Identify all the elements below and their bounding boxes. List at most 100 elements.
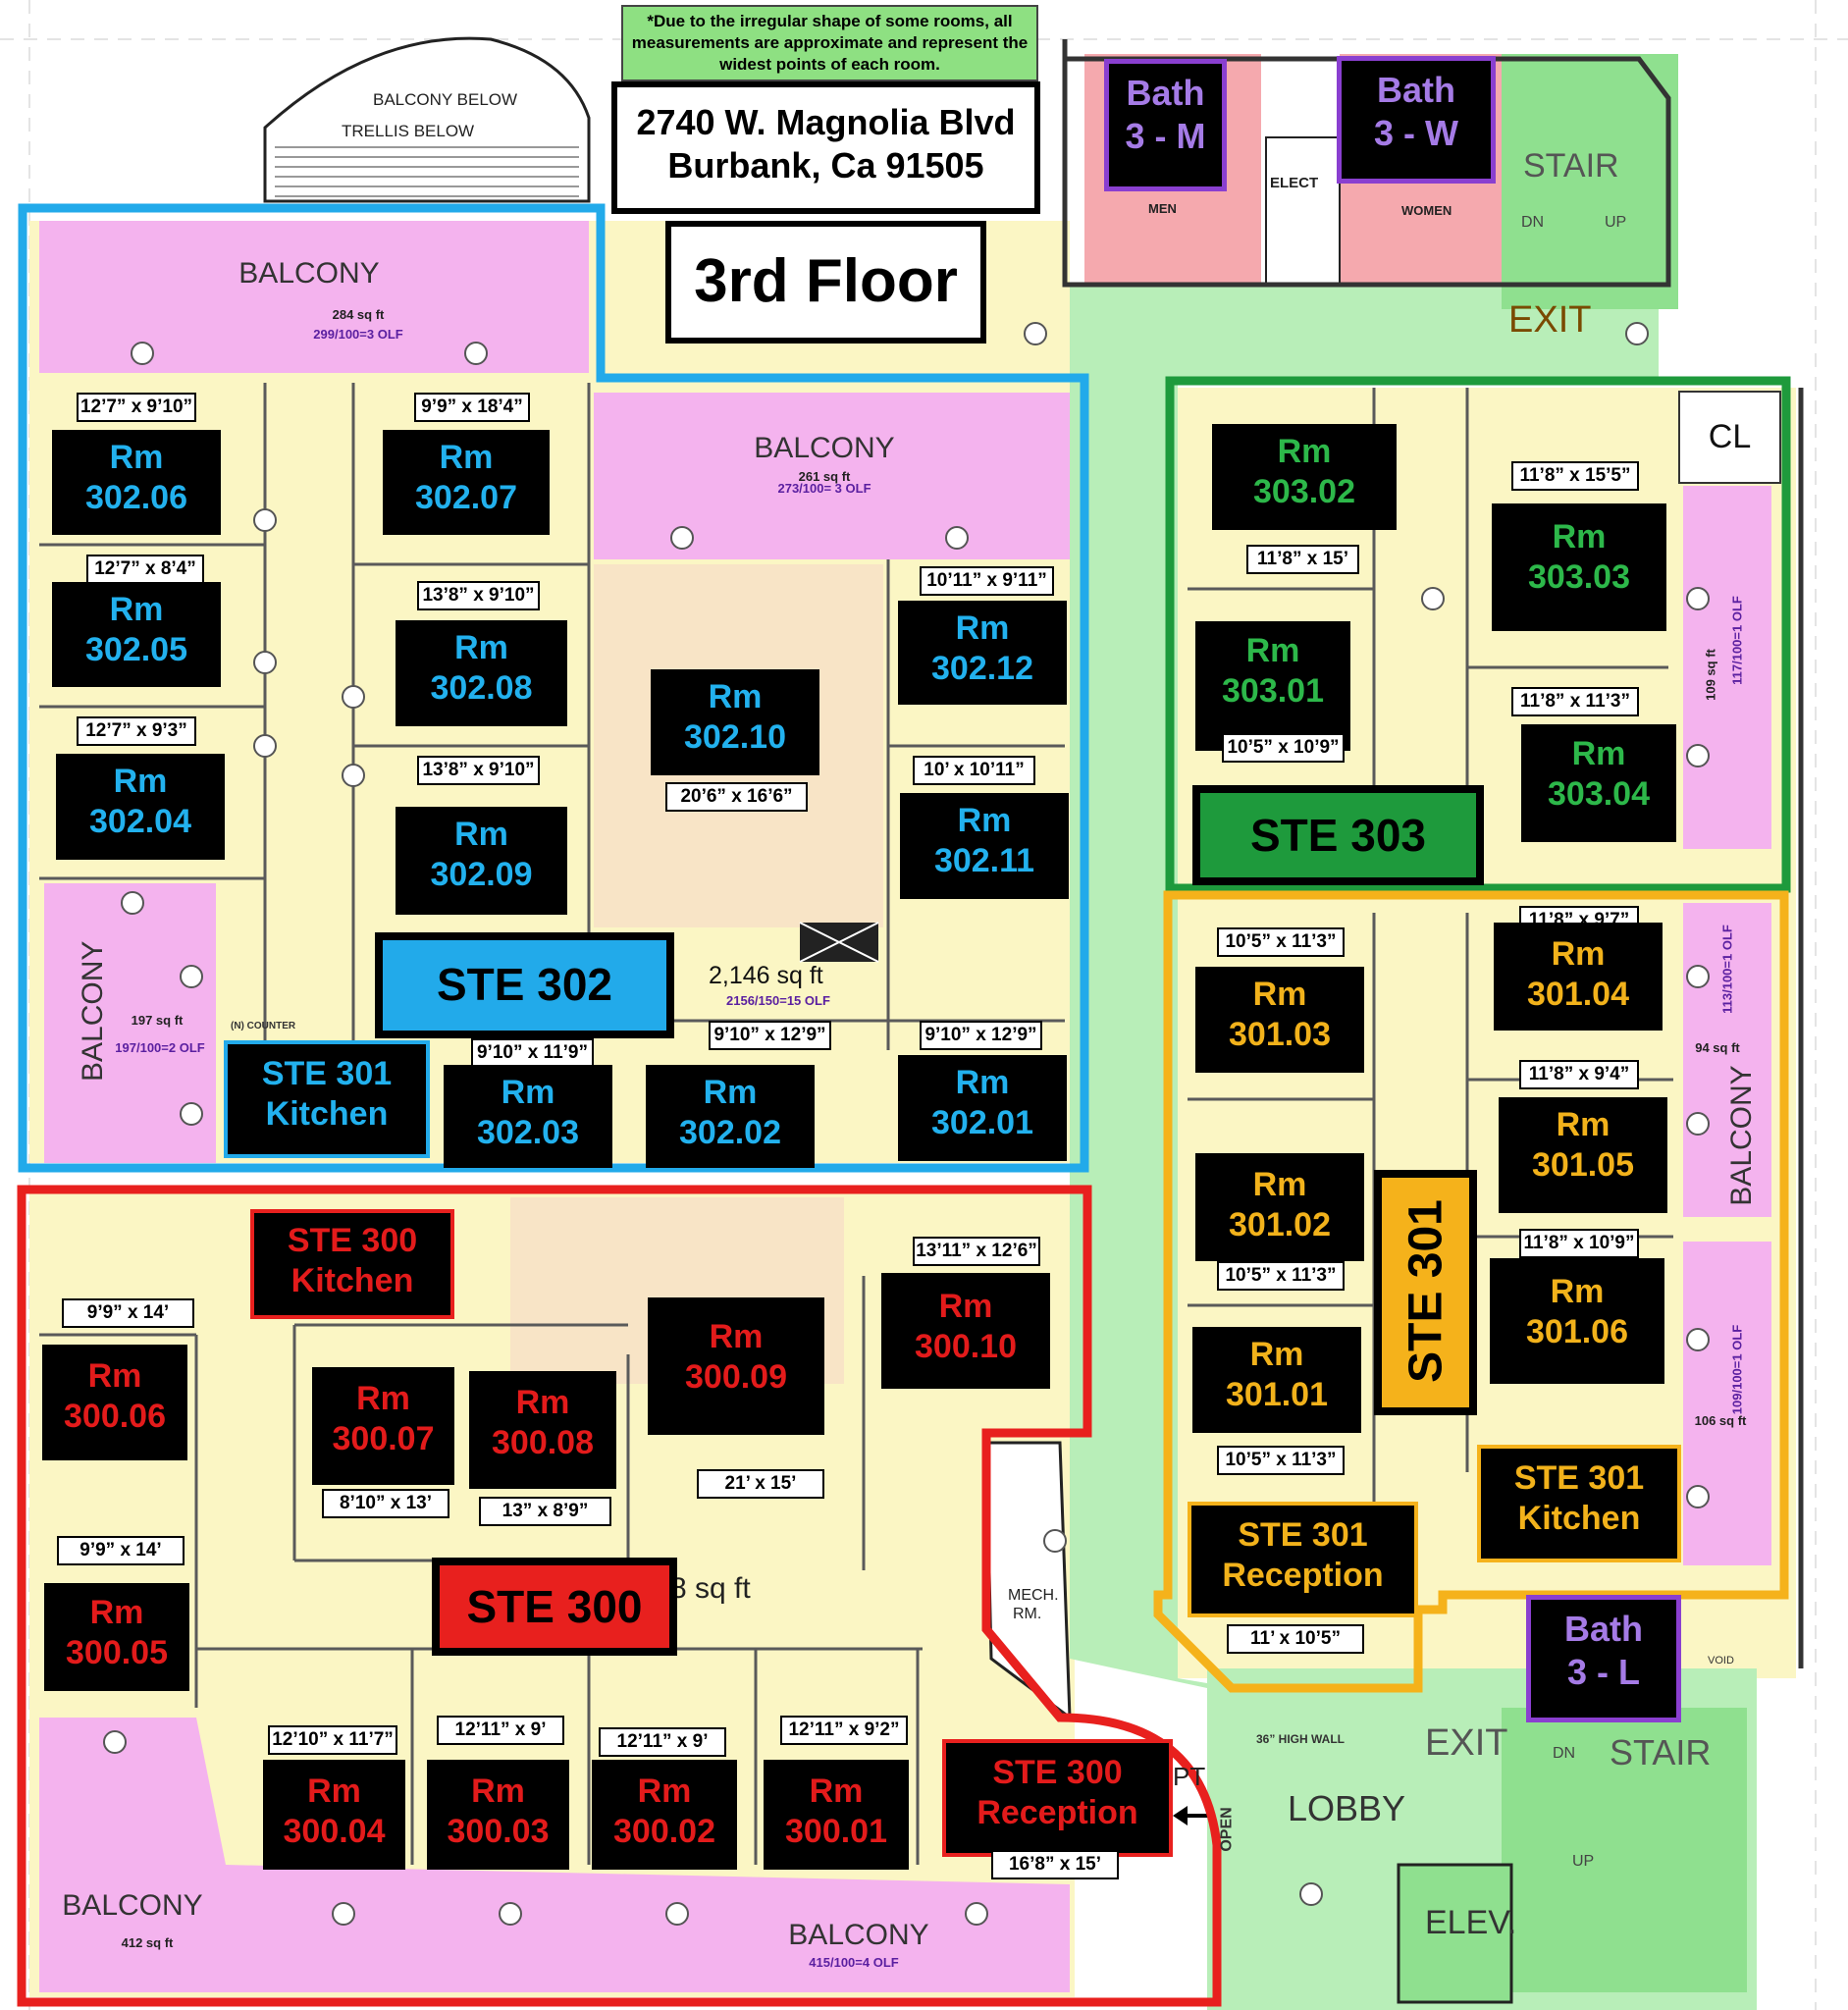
ste302-kitchen-label: STE 301 Kitchen bbox=[224, 1040, 430, 1158]
room-301-02-label: Rm bbox=[1252, 1166, 1307, 1203]
room-303-02-number: 303.02 bbox=[1253, 473, 1355, 511]
room-301-05-label: Rm bbox=[1556, 1106, 1610, 1143]
room-301-06-label: Rm bbox=[1550, 1273, 1605, 1310]
room-300-02-number: 300.02 bbox=[613, 1813, 715, 1851]
room-301-02-number: 301.02 bbox=[1229, 1206, 1331, 1244]
balcony-right-mid-olf: 113/100=1 OLF bbox=[1719, 925, 1735, 1014]
room-301-05-number: 301.05 bbox=[1532, 1146, 1634, 1185]
ste301-reception-dim: 11’ x 10’5” bbox=[1227, 1624, 1364, 1654]
room-300-10-dim: 13’11” x 12’6” bbox=[913, 1237, 1040, 1266]
elevator-label: ELEV. bbox=[1425, 1904, 1517, 1941]
stair-top-dn: DN bbox=[1521, 214, 1545, 231]
balcony-below-label: BALCONY BELOW bbox=[373, 90, 518, 109]
address-line1: 2740 W. Magnolia Blvd bbox=[636, 102, 1016, 142]
ste301-reception-line2: Reception bbox=[1222, 1557, 1384, 1595]
room-300-05-dim: 9’9” x 14’ bbox=[57, 1536, 185, 1565]
room-302-12-label: Rm bbox=[955, 609, 1010, 647]
room-302-07-number: 302.07 bbox=[415, 479, 517, 517]
room-300-03-number: 300.03 bbox=[447, 1813, 550, 1851]
room-303-04-dim: 11’8” x 11’3” bbox=[1511, 687, 1639, 716]
balcony-right-mid-label: BALCONY bbox=[1725, 1065, 1758, 1206]
balcony-top-left-label: BALCONY bbox=[238, 257, 380, 290]
ste300-kitchen-line1: STE 300 bbox=[287, 1222, 418, 1259]
room-303-03-dim: 11’8” x 15’5” bbox=[1511, 461, 1639, 491]
room-300-05-number: 300.05 bbox=[66, 1634, 168, 1672]
balcony-top-left-olf: 299/100=3 OLF bbox=[313, 327, 403, 342]
room-300-06-number: 300.06 bbox=[64, 1398, 166, 1436]
high-wall-label: 36” HIGH WALL bbox=[1256, 1732, 1346, 1746]
room-302-12-dim: 10’11” x 9’11” bbox=[920, 566, 1054, 596]
room-302-02: Rm 302.02 bbox=[646, 1065, 815, 1168]
room-302-09: Rm 302.09 bbox=[396, 807, 567, 915]
open-label: OPEN bbox=[1218, 1807, 1236, 1852]
room-300-03-dim: 12’11” x 9’ bbox=[437, 1716, 564, 1745]
room-302-04-dim: 12’7” x 9’3” bbox=[77, 716, 196, 746]
room-301-01-number: 301.01 bbox=[1226, 1376, 1328, 1414]
room-302-11: Rm 302.11 bbox=[900, 793, 1069, 899]
room-300-06: Rm 300.06 bbox=[42, 1345, 187, 1460]
balcony-right-lower-area: 106 sq ft bbox=[1694, 1413, 1747, 1428]
ste301-reception-line1: STE 301 bbox=[1238, 1516, 1368, 1554]
room-301-04-number: 301.04 bbox=[1527, 976, 1629, 1014]
closet-label: CL bbox=[1678, 391, 1781, 484]
ste303-suite-label: STE 303 bbox=[1192, 785, 1484, 885]
room-300-02: Rm 300.02 bbox=[592, 1760, 737, 1870]
room-303-04-number: 303.04 bbox=[1548, 775, 1650, 814]
room-302-01-label: Rm bbox=[955, 1064, 1010, 1101]
room-302-05-dim: 12’7” x 8’4” bbox=[86, 555, 204, 584]
women-label: WOMEN bbox=[1401, 203, 1452, 218]
ste302-area: 2,146 sq ft bbox=[709, 962, 823, 989]
room-301-04-label: Rm bbox=[1551, 935, 1606, 973]
bath-3l: Bath 3 - L bbox=[1526, 1595, 1681, 1722]
room-301-06-dim: 11’8” x 10’9” bbox=[1519, 1229, 1639, 1258]
room-302-08-label: Rm bbox=[454, 629, 508, 666]
room-300-08-number: 300.08 bbox=[492, 1424, 594, 1462]
room-300-08-dim: 13” x 8’9” bbox=[479, 1497, 611, 1526]
room-300-01-dim: 12’11” x 9’2” bbox=[780, 1716, 908, 1745]
bath-3m-line2: 3 - M bbox=[1125, 115, 1206, 156]
exit-top-label: EXIT bbox=[1508, 299, 1592, 341]
room-300-01-label: Rm bbox=[809, 1772, 864, 1810]
room-303-02-label: Rm bbox=[1277, 433, 1332, 470]
room-302-12-number: 302.12 bbox=[931, 650, 1033, 688]
ste301-kitchen-line2: Kitchen bbox=[1517, 1500, 1641, 1538]
room-303-01-dim: 10’5” x 10’9” bbox=[1222, 733, 1345, 763]
ste301-suite-text: STE 301 bbox=[1399, 1199, 1452, 1383]
ste303-outline bbox=[1165, 376, 1791, 893]
bath-3l-line1: Bath bbox=[1564, 1609, 1643, 1649]
address-line2: Burbank, Ca 91505 bbox=[667, 144, 984, 185]
balcony-left-mid-olf: 197/100=2 OLF bbox=[115, 1040, 205, 1055]
ste300-suite-label: STE 300 bbox=[432, 1558, 677, 1656]
room-300-07-number: 300.07 bbox=[332, 1420, 435, 1458]
room-301-03-dim: 10’5” x 11’3” bbox=[1217, 927, 1345, 957]
room-300-03: Rm 300.03 bbox=[427, 1760, 569, 1870]
room-303-03-number: 303.03 bbox=[1528, 558, 1630, 597]
ste301-suite-label: STE 301 bbox=[1374, 1170, 1477, 1415]
ste300-kitchen-line2: Kitchen bbox=[290, 1262, 414, 1300]
room-300-06-label: Rm bbox=[87, 1357, 142, 1395]
room-300-10-number: 300.10 bbox=[915, 1328, 1017, 1366]
room-303-01-number: 303.01 bbox=[1222, 672, 1324, 711]
room-300-03-label: Rm bbox=[471, 1772, 525, 1810]
room-301-01-dim: 10’5” x 11’3” bbox=[1217, 1446, 1345, 1475]
room-300-04: Rm 300.04 bbox=[263, 1760, 405, 1870]
stair-bottom-dn: DN bbox=[1553, 1745, 1576, 1762]
room-302-02-number: 302.02 bbox=[679, 1114, 781, 1152]
room-302-09-dim: 13’8” x 9’10” bbox=[417, 756, 540, 785]
room-302-12: Rm 302.12 bbox=[898, 601, 1067, 705]
stair-top-label: STAIR bbox=[1523, 147, 1619, 185]
room-300-05-label: Rm bbox=[89, 1594, 144, 1631]
room-300-10-label: Rm bbox=[938, 1288, 993, 1325]
room-301-02-dim: 10’5” x 11’3” bbox=[1217, 1261, 1345, 1291]
room-302-10-number: 302.10 bbox=[684, 718, 786, 757]
ste302-olf: 2156/150=15 OLF bbox=[726, 993, 830, 1008]
room-301-05-dim: 11’8” x 9’4” bbox=[1519, 1060, 1639, 1089]
bath-3l-line2: 3 - L bbox=[1566, 1651, 1640, 1692]
room-301-04: Rm 301.04 bbox=[1494, 923, 1663, 1031]
balcony-center-label: BALCONY bbox=[754, 432, 895, 464]
room-302-04: Rm 302.04 bbox=[56, 754, 225, 860]
room-303-01-label: Rm bbox=[1245, 632, 1300, 669]
room-300-07-dim: 8’10” x 13’ bbox=[322, 1489, 449, 1518]
bath-3m-line1: Bath bbox=[1126, 73, 1205, 113]
balcony-right-mid-area: 94 sq ft bbox=[1695, 1040, 1740, 1055]
